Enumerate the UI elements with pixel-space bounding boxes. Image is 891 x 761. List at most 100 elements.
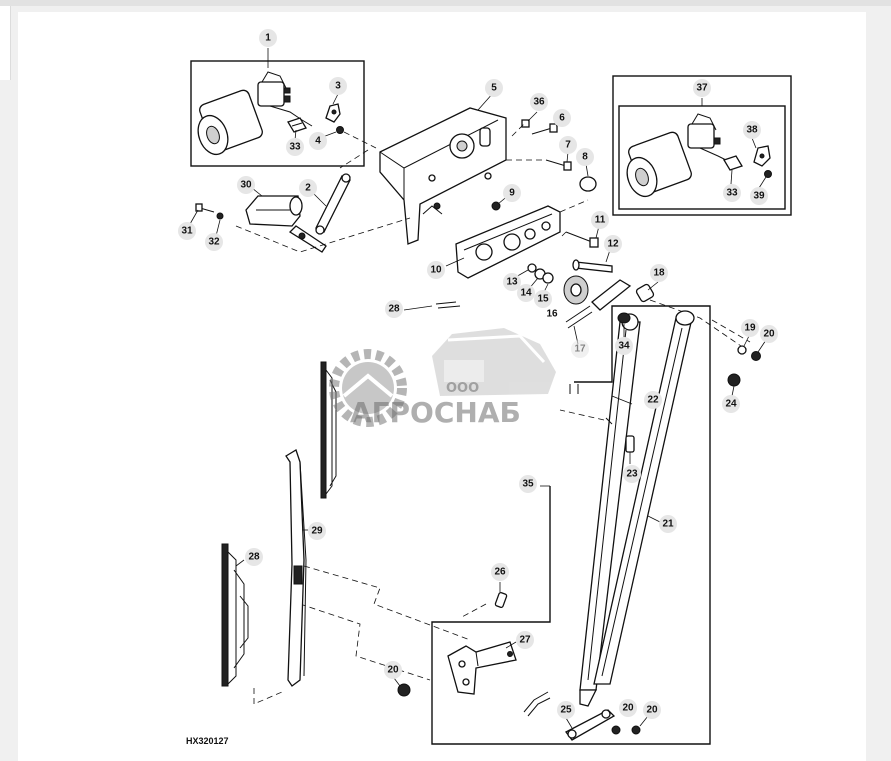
svg-text:7: 7 bbox=[565, 140, 571, 151]
nut-20-bottom-a bbox=[611, 725, 621, 735]
svg-text:20: 20 bbox=[387, 665, 399, 676]
bracket-clip-3 bbox=[325, 103, 341, 123]
svg-text:19: 19 bbox=[744, 323, 756, 334]
pivot-shaft-assembly-30 bbox=[245, 187, 327, 253]
nut-15 bbox=[541, 272, 554, 297]
callout-5: 5 bbox=[485, 79, 503, 97]
callout-28-upper: 28 bbox=[385, 300, 403, 318]
plug-8 bbox=[579, 163, 597, 192]
callout-17: 17 bbox=[571, 340, 589, 358]
svg-text:25: 25 bbox=[560, 705, 572, 716]
svg-text:6: 6 bbox=[559, 113, 565, 124]
callout-24: 24 bbox=[722, 395, 740, 413]
wiper-motor-right bbox=[626, 113, 731, 198]
callout-36: 36 bbox=[530, 93, 548, 111]
bolt-36 bbox=[521, 111, 538, 128]
callout-3: 3 bbox=[329, 77, 347, 95]
watermark-company-name: АГРОСНАБ bbox=[350, 396, 521, 429]
gear-16 bbox=[563, 275, 589, 305]
mounting-bracket-27 bbox=[447, 641, 517, 695]
callout-35: 35 bbox=[519, 475, 537, 493]
callout-11: 11 bbox=[591, 211, 609, 229]
svg-text:29: 29 bbox=[311, 526, 323, 537]
svg-text:36: 36 bbox=[533, 97, 545, 108]
svg-text:13: 13 bbox=[506, 277, 518, 288]
left-panel-edge bbox=[0, 6, 11, 80]
svg-text:20: 20 bbox=[763, 329, 775, 340]
clevis-left bbox=[523, 691, 549, 713]
callout-18: 18 bbox=[650, 264, 668, 282]
nut-39 bbox=[764, 170, 772, 178]
svg-text:14: 14 bbox=[520, 288, 532, 299]
svg-text:26: 26 bbox=[494, 567, 506, 578]
callout-7: 7 bbox=[559, 136, 577, 154]
callout-37: 37 bbox=[693, 79, 711, 97]
bushing-34 bbox=[617, 312, 631, 338]
svg-text:35: 35 bbox=[522, 479, 534, 490]
callout-20-upper: 20 bbox=[760, 325, 778, 343]
wiper-blade-28-upper bbox=[320, 301, 461, 499]
svg-text:28: 28 bbox=[248, 552, 260, 563]
callout-26: 26 bbox=[491, 563, 509, 581]
connector-33-right bbox=[723, 155, 743, 171]
svg-text:15: 15 bbox=[537, 294, 549, 305]
svg-text:21: 21 bbox=[662, 519, 674, 530]
nut-20-upper bbox=[751, 339, 767, 361]
svg-text:31: 31 bbox=[181, 226, 193, 237]
bolt-7 bbox=[545, 151, 572, 171]
callout-25: 25 bbox=[557, 701, 575, 719]
agrosnab-watermark: ООО АГРОСНАБ bbox=[329, 328, 556, 429]
crank-lever-17 bbox=[565, 279, 632, 345]
svg-text:33: 33 bbox=[726, 188, 738, 199]
svg-text:23: 23 bbox=[626, 469, 638, 480]
callout-10: 10 bbox=[427, 261, 445, 279]
pin-22 bbox=[605, 417, 613, 425]
callout-33-right: 33 bbox=[723, 184, 741, 202]
callout-20-bottom-a: 20 bbox=[619, 699, 637, 717]
svg-text:24: 24 bbox=[725, 399, 737, 410]
callout-1: 1 bbox=[259, 29, 277, 47]
callout-32: 32 bbox=[205, 233, 223, 251]
link-arm-2 bbox=[311, 173, 351, 235]
callout-22: 22 bbox=[644, 391, 662, 409]
callout-2: 2 bbox=[299, 179, 317, 197]
callout-16: 16 bbox=[546, 309, 558, 320]
callout-21: 21 bbox=[659, 515, 677, 533]
wiper-motor-left bbox=[197, 71, 313, 156]
svg-text:4: 4 bbox=[315, 136, 321, 147]
callout-28-lower: 28 bbox=[245, 548, 263, 566]
callout-31: 31 bbox=[178, 222, 196, 240]
nut-4 bbox=[336, 126, 344, 134]
nut-20-bottom-b bbox=[631, 715, 649, 735]
svg-text:28: 28 bbox=[388, 304, 400, 315]
callout-13: 13 bbox=[503, 273, 521, 291]
svg-text:20: 20 bbox=[622, 703, 634, 714]
callout-27: 27 bbox=[516, 631, 534, 649]
top-bar bbox=[0, 0, 891, 6]
callout-20-bottom-b: 20 bbox=[643, 701, 661, 719]
svg-text:27: 27 bbox=[519, 635, 531, 646]
svg-text:32: 32 bbox=[208, 237, 220, 248]
svg-text:10: 10 bbox=[430, 265, 442, 276]
connector-33-left bbox=[287, 117, 307, 133]
bracket-clip-38 bbox=[753, 145, 771, 167]
callout-19: 19 bbox=[741, 319, 759, 337]
svg-text:3: 3 bbox=[335, 81, 341, 92]
svg-text:38: 38 bbox=[746, 125, 758, 136]
svg-text:9: 9 bbox=[509, 188, 515, 199]
svg-text:39: 39 bbox=[753, 191, 765, 202]
motor-detail-box-right bbox=[612, 75, 792, 216]
callout-23: 23 bbox=[623, 465, 641, 483]
nut-20-left bbox=[393, 677, 411, 697]
watermark-prefix: ООО bbox=[446, 381, 479, 396]
callout-4: 4 bbox=[309, 132, 327, 150]
callout-30: 30 bbox=[237, 176, 255, 194]
svg-text:12: 12 bbox=[607, 239, 619, 250]
harvester-logo-icon bbox=[432, 328, 556, 396]
bolt-31 bbox=[189, 203, 215, 225]
callout-6: 6 bbox=[553, 109, 571, 127]
drive-shaft-12 bbox=[572, 243, 613, 273]
bushing-18 bbox=[635, 281, 659, 303]
svg-text:11: 11 bbox=[595, 215, 606, 226]
